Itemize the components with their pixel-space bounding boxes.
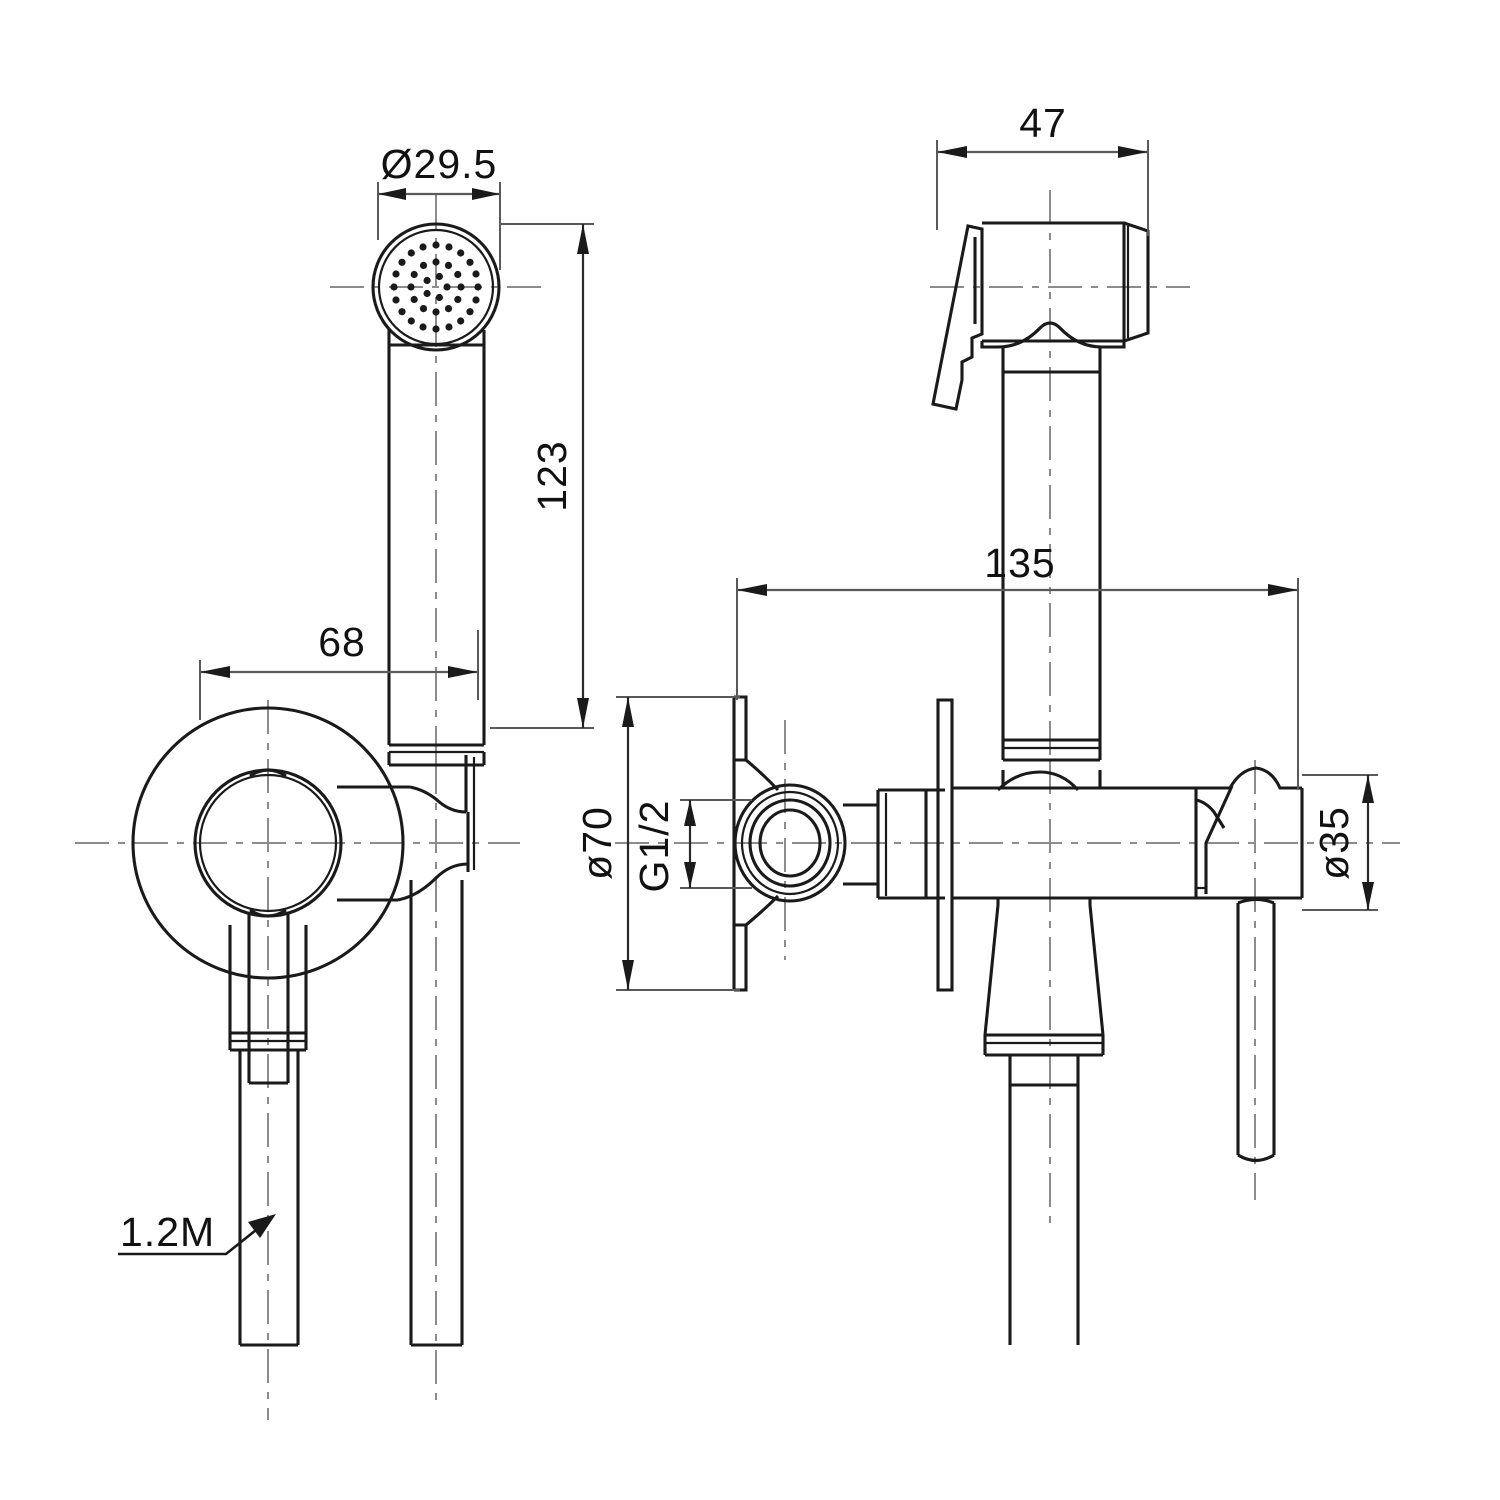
lever-sides (1236, 903, 1276, 1155)
spray-head-outer-circle (371, 222, 501, 352)
sidewand-barrel-sides (1001, 372, 1102, 740)
dim-label-head-depth: 47 (1019, 100, 1067, 146)
dim-label-flange-diameter: ø70 (574, 806, 620, 880)
wallplate-upper-chamfer (745, 758, 780, 792)
sidewand-skirt (1001, 740, 1102, 760)
dimension-valve-diameter: ø35 (1302, 774, 1378, 911)
wallplate-bottom-tab (734, 923, 748, 992)
inlet-body-edges (878, 788, 945, 900)
boss-top-bump (249, 768, 287, 778)
holder-cradle-lower-curve (397, 862, 469, 902)
dimension-head-diameter: Ø29.5 (377, 141, 501, 270)
hose-nut-sides (228, 925, 308, 1033)
inlet-shoulder-bottom (843, 882, 880, 898)
valve-lower-boss-dome (996, 770, 1080, 792)
hose-nut-skirt (228, 1033, 308, 1050)
hose-ferrule-sides (1008, 1055, 1080, 1085)
knuckle-chamfer-upper (1195, 798, 1226, 829)
inlet-shoulder-top (843, 790, 880, 807)
valve-knuckle-dome (1196, 766, 1302, 790)
inlet-ring-mid (740, 790, 840, 896)
lever-bottom-cap (1237, 1153, 1275, 1163)
escutcheon-flange-plate (936, 698, 954, 992)
dim-label-inlet-thread: G1/2 (631, 800, 677, 893)
boss-bottom-bump (249, 908, 287, 918)
dimension-inlet-thread: G1/2 (631, 799, 752, 893)
dimension-overall-projection: 135 (736, 540, 1299, 790)
dimension-hose-length: 1.2M (118, 1209, 276, 1256)
side-hose-sides (1008, 1085, 1080, 1345)
trigger-lever (931, 224, 984, 411)
lever-top-dome (1237, 897, 1275, 905)
inlet-ring-outer (733, 783, 847, 903)
dimension-head-depth: 47 (936, 100, 1149, 236)
wand-collar-skirt (387, 752, 486, 765)
dim-label-valve-diameter: ø35 (1311, 806, 1357, 880)
knuckle-diagonal-seam (1204, 785, 1234, 894)
lower-nut-skirt (983, 1035, 1105, 1055)
wand-barrel-sides (387, 330, 486, 745)
dim-label-wand-length: 123 (529, 440, 575, 511)
inlet-ring-thread (748, 798, 832, 888)
dimension-flange-diameter: ø70 (574, 696, 740, 991)
spray-head-face-cap (1123, 221, 1150, 343)
spray-nozzle-holes (390, 241, 482, 333)
dimension-holder-offset: 68 (199, 619, 479, 720)
front-elevation-view (75, 195, 545, 1420)
wallplate-top-tab (734, 695, 748, 762)
dim-label-head-diameter: Ø29.5 (381, 141, 498, 187)
holder-cradle-upper-curve (409, 785, 467, 814)
lower-nut-taper-sides (983, 904, 1105, 1036)
wallplate-lower-chamfer (745, 894, 780, 927)
hose-stem-sides (247, 912, 290, 1083)
side-elevation-view (615, 190, 1400, 1345)
wand-lower-tube (409, 880, 464, 1345)
dim-label-hose-length: 1.2M (120, 1209, 215, 1255)
dimension-wand-length: 123 (490, 223, 594, 729)
valve-boss-inner (198, 773, 338, 913)
spray-head-neck-dome (980, 321, 1126, 349)
dim-label-holder-offset: 68 (318, 619, 366, 665)
wand-upper-collar-sides (1001, 347, 1102, 372)
dim-label-overall-projection: 135 (984, 540, 1055, 586)
lower-nut-shoulder (996, 898, 1092, 905)
wall-flange-circle (131, 706, 405, 980)
inlet-bore (758, 808, 822, 878)
spray-head-body-outline (982, 221, 1126, 343)
hose-sides (238, 1050, 300, 1345)
